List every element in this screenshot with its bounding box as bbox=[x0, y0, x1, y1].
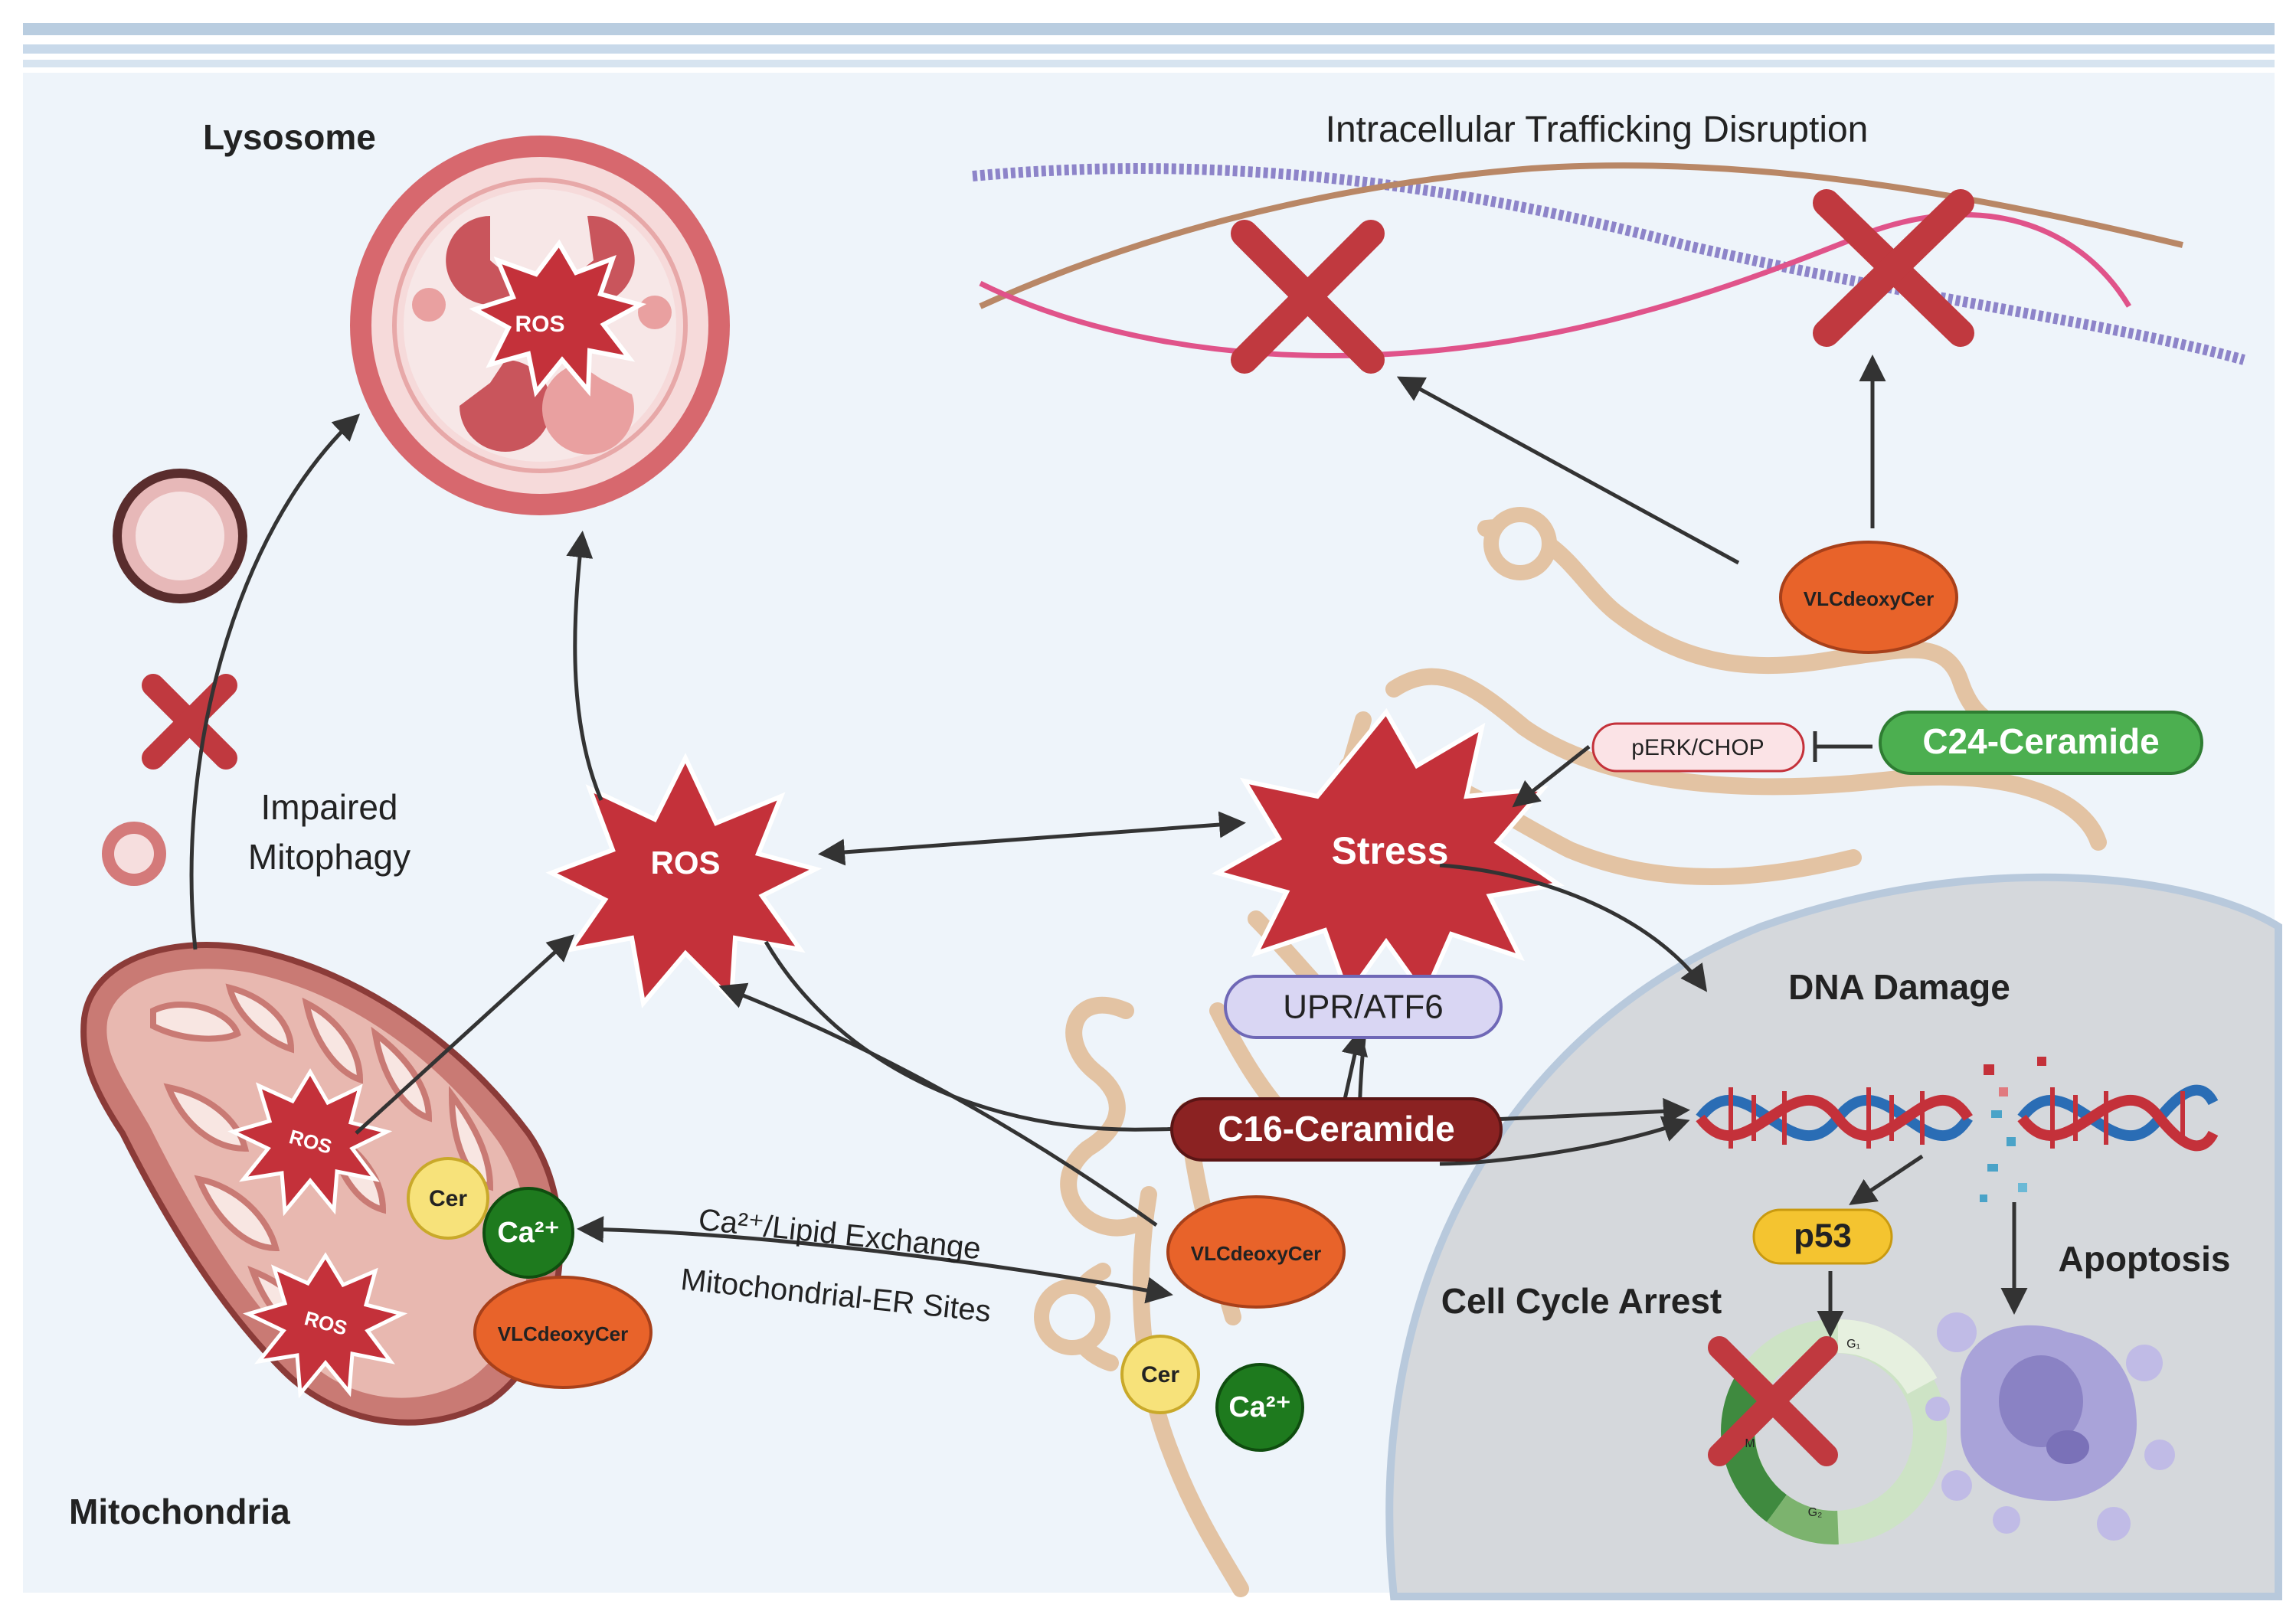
mito-ros-star-1 bbox=[227, 1068, 393, 1217]
trafficking-title: Intracellular Trafficking Disruption bbox=[1326, 109, 1869, 150]
arrow-exchange bbox=[577, 1216, 1173, 1304]
pathway-arrows bbox=[189, 355, 2028, 1338]
arrow-stress-to-dna bbox=[1439, 863, 1708, 992]
p53-pill bbox=[1752, 1208, 1893, 1265]
arrow-ros-to-dna bbox=[764, 940, 1690, 1132]
c24-label: C24-Ceramide bbox=[1922, 721, 2159, 761]
top-band-3 bbox=[23, 60, 2275, 67]
dna-damage-title: DNA Damage bbox=[1788, 967, 2010, 1007]
cell-cycle-x-mark bbox=[1708, 1336, 1838, 1466]
phase-g2-label: G₂ bbox=[1808, 1506, 1823, 1519]
ca-mito-circle bbox=[482, 1187, 574, 1279]
cer-er-circle bbox=[1120, 1335, 1200, 1414]
lysosome-title: Lysosome bbox=[203, 117, 376, 157]
arrow-mito-to-lysosome bbox=[189, 413, 361, 950]
dna-fragments bbox=[1980, 1057, 2046, 1202]
cytoskeleton-filaments bbox=[972, 162, 2245, 365]
lysosome bbox=[350, 136, 730, 515]
upr-atf6-pill bbox=[1224, 975, 1503, 1039]
arrow-ros-stress bbox=[818, 811, 1246, 866]
upr-label: UPR/ATF6 bbox=[1283, 989, 1443, 1026]
apoptotic-cell bbox=[1925, 1312, 2175, 1541]
mito-ros-star-2 bbox=[243, 1252, 408, 1399]
arrow-mitoros-to-ros bbox=[355, 934, 575, 1135]
perk-label: pERK/CHOP bbox=[1631, 735, 1764, 760]
cell-cycle-arrest-title: Cell Cycle Arrest bbox=[1441, 1281, 1722, 1321]
trafficking-x-marks bbox=[1231, 189, 1974, 374]
phase-m-label: M bbox=[1745, 1437, 1755, 1450]
vlc-mito-node bbox=[473, 1276, 652, 1389]
vlc-er-node bbox=[1166, 1195, 1346, 1309]
vlc-top-label: VLCdeoxyCer bbox=[1804, 587, 1935, 610]
ros-lysosome-label: ROS bbox=[515, 312, 564, 337]
cer-mito-label: Cer bbox=[429, 1186, 467, 1211]
arrow-vlc-to-trafficking-left bbox=[1396, 376, 1740, 565]
phase-g1-label: G₁ bbox=[1846, 1338, 1860, 1351]
arrow-ros-to-lysosome bbox=[566, 531, 603, 801]
arrow-c16-to-dna bbox=[1439, 1116, 1690, 1166]
vlc-mito-label: VLCdeoxyCer bbox=[498, 1322, 629, 1345]
impaired-label-line1: Impaired bbox=[261, 787, 398, 827]
c16-ceramide-pill bbox=[1170, 1097, 1503, 1162]
ca-mito-label: Ca²⁺ bbox=[497, 1217, 559, 1249]
top-band-1 bbox=[23, 23, 2275, 35]
arrow-c16-to-upr bbox=[1341, 1028, 1369, 1103]
c16-label: C16-Ceramide bbox=[1218, 1109, 1454, 1149]
perk-chop-pill bbox=[1591, 722, 1805, 773]
lysosome-pacmen bbox=[412, 215, 672, 455]
arrow-vlc-to-ros bbox=[718, 982, 1158, 1227]
mitochondria-title: Mitochondria bbox=[69, 1492, 290, 1531]
inhibition-bar bbox=[1813, 731, 1872, 762]
cer-er-label: Cer bbox=[1141, 1362, 1179, 1387]
arrow-dna-to-p53 bbox=[1849, 1154, 1924, 1205]
ros-center-star bbox=[545, 753, 823, 1008]
autophagosome-vesicles bbox=[102, 469, 247, 886]
c24-ceramide-pill bbox=[1879, 711, 2203, 775]
cer-mito-circle bbox=[407, 1157, 489, 1240]
lysosome-ros-star bbox=[469, 239, 647, 397]
apoptosis-title: Apoptosis bbox=[2059, 1239, 2231, 1279]
mitochondrion bbox=[80, 942, 564, 1426]
stress-label: Stress bbox=[1332, 829, 1449, 872]
dna-helix-left bbox=[1696, 1087, 1973, 1149]
vlc-top-node bbox=[1779, 541, 1958, 654]
arrow-perk-to-stress bbox=[1512, 745, 1591, 808]
p53-label: p53 bbox=[1794, 1217, 1852, 1255]
ros-center-label: ROS bbox=[650, 845, 720, 881]
top-band-2 bbox=[23, 44, 2275, 54]
ca-er-label: Ca²⁺ bbox=[1228, 1391, 1290, 1423]
vlc-er-label: VLCdeoxyCer bbox=[1191, 1242, 1322, 1265]
mitophagy-x-mark bbox=[142, 674, 237, 770]
impaired-label-line2: Mitophagy bbox=[248, 837, 410, 877]
ca-er-circle bbox=[1215, 1363, 1304, 1452]
dna-helix-right bbox=[2017, 1084, 2219, 1152]
